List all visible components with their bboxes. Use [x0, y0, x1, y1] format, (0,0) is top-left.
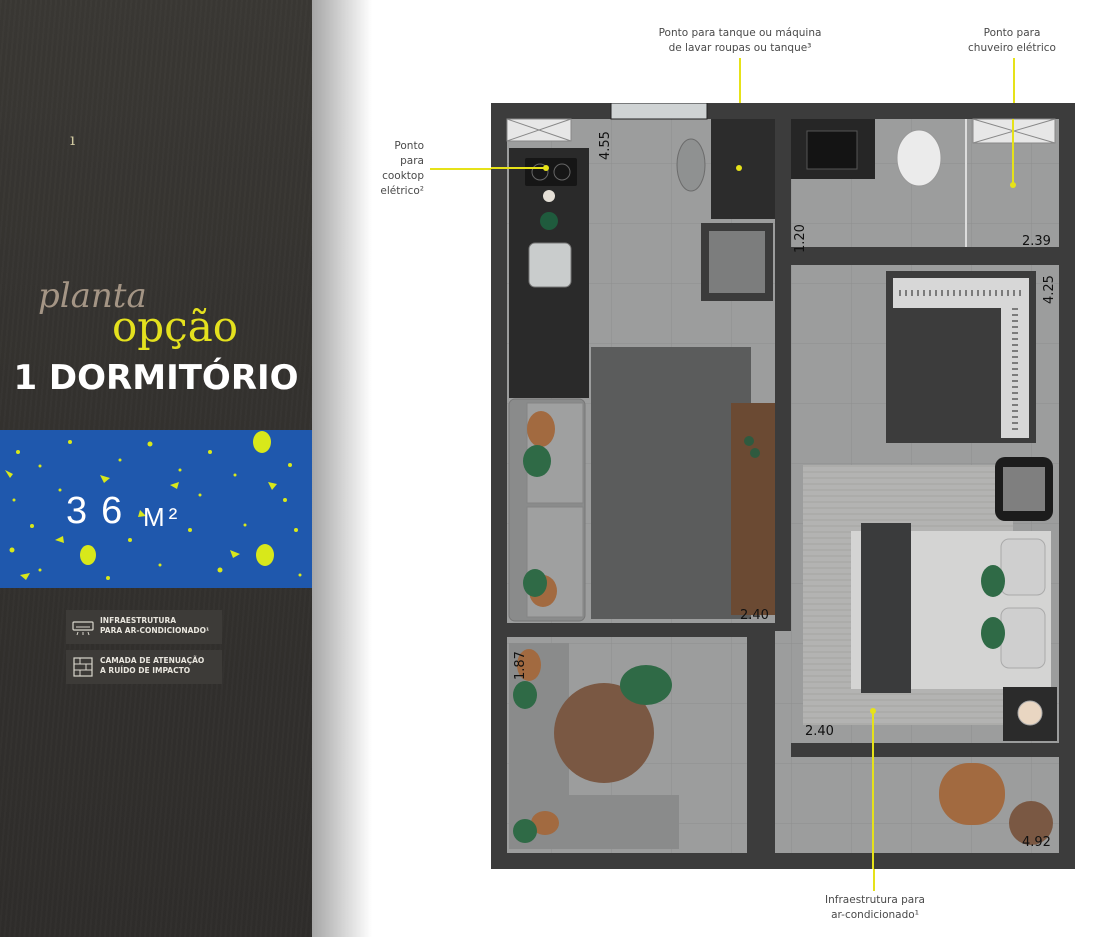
dim-balcony: 4.92: [1022, 835, 1051, 850]
annotation-ac: Infraestrutura para ar-condicionado¹: [825, 894, 925, 921]
panel-shadow: [312, 0, 372, 937]
bathroom-wall: [791, 247, 1059, 265]
dim-bedroom: 2.40: [805, 724, 834, 739]
decorative-mark: ı: [70, 130, 76, 149]
area-badge: [0, 430, 312, 588]
laundry-counter: [711, 119, 775, 219]
toilet: [896, 129, 942, 187]
annotation-shower: Ponto para chuveiro elétrico: [968, 27, 1056, 54]
page-title: 1 DORMITÓRIO: [13, 358, 299, 398]
interior-wall: [775, 119, 791, 631]
cushion: [527, 411, 555, 447]
dim-bathroom: 2.39: [1022, 234, 1051, 249]
washer: [676, 138, 706, 192]
feature-ac-label: INFRAESTRUTURA PARA AR-CONDICIONADO¹: [100, 616, 210, 635]
dining-chair: [620, 665, 672, 705]
layers-icon: [73, 657, 93, 677]
living-rug: [591, 347, 751, 619]
dining-table: [554, 683, 654, 783]
floor-plan: [491, 103, 1075, 869]
area-number: 36: [66, 490, 137, 532]
window-kitchen: [610, 103, 708, 120]
dim-living: 2.40: [740, 608, 769, 623]
annotation-washing: Ponto para tanque ou máquina de lavar ro…: [658, 27, 822, 54]
planta-label: planta: [38, 276, 147, 316]
speckle-pattern: [5, 431, 302, 580]
tv-console: [731, 403, 775, 615]
dining-wall: [507, 623, 775, 637]
kitchen-sink: [528, 242, 572, 288]
cooktop: [525, 158, 577, 186]
balcony-wall: [791, 743, 1059, 757]
feature-acoustic-label: CAMADA DE ATENUAÇÃO A RUÍDO DE IMPACTO: [100, 656, 205, 675]
pot: [543, 190, 555, 202]
area-unit: M²: [143, 502, 182, 532]
leader-cooktop: [430, 168, 546, 170]
dim-bathroom-door: 1.20: [793, 224, 808, 253]
dim-closet: 4.25: [1042, 275, 1057, 304]
dim-dining: 1.87: [513, 651, 528, 680]
dim-kitchen: 4.55: [598, 131, 613, 160]
leader-ac: [873, 869, 875, 891]
annotation-cooktop: Ponto para cooktop elétrico²: [380, 140, 424, 197]
bed-throw: [861, 523, 911, 693]
feature-acoustic: CAMADA DE ATENUAÇÃO A RUÍDO DE IMPACTO: [66, 650, 222, 684]
feature-ac: INFRAESTRUTURA PARA AR-CONDICIONADO¹: [66, 610, 222, 644]
opcao-label: opção: [112, 302, 239, 351]
plant: [540, 212, 558, 230]
side-table: [1009, 801, 1053, 845]
air-conditioner-icon: [72, 621, 94, 636]
balcony-chair: [939, 763, 1005, 825]
